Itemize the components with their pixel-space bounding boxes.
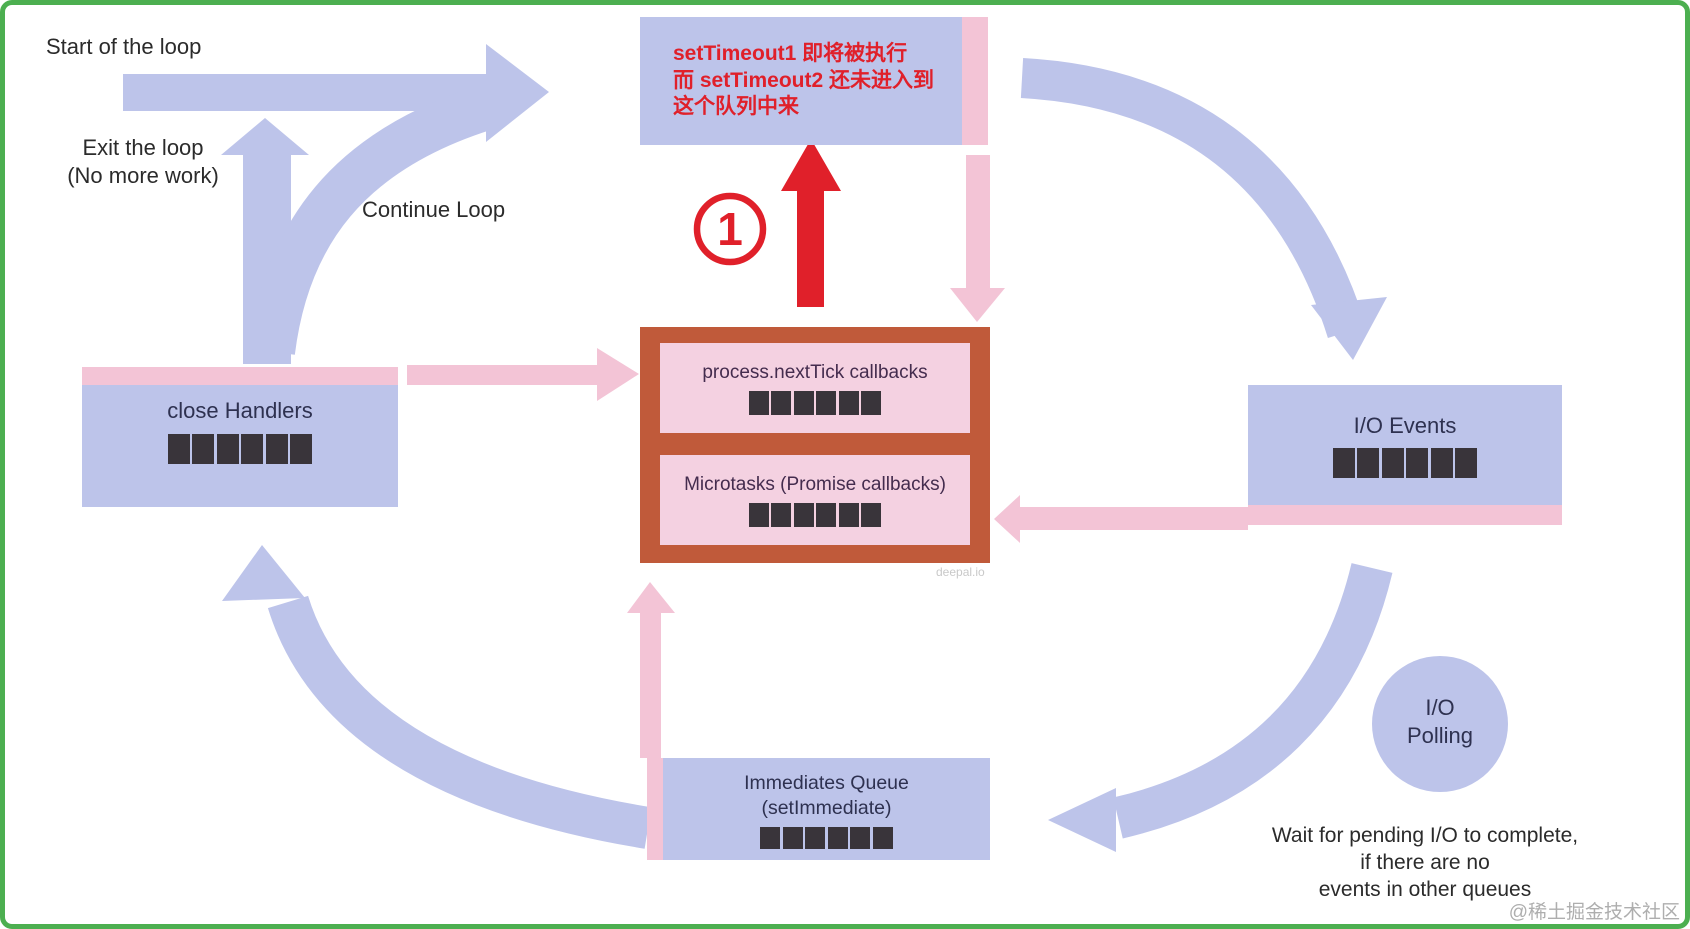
annotation-note-line3: 这个队列中来	[673, 95, 799, 118]
queue-slot	[1455, 448, 1478, 478]
io-events-label: I/O Events	[1353, 413, 1457, 438]
bottom-left-arrowhead-icon	[222, 545, 305, 601]
io-events-pink-strip	[1248, 505, 1562, 525]
queue-slot	[816, 502, 837, 527]
exit-loop-line2: (No more work)	[67, 163, 219, 188]
queue-slot	[827, 827, 848, 849]
wait-note-line2: if there are no	[1360, 851, 1490, 874]
queue-slot	[861, 390, 882, 415]
queue-slot	[793, 502, 814, 527]
immediates-queue-box: Immediates Queue (setImmediate)	[647, 758, 990, 860]
io-events-slots	[1332, 448, 1478, 478]
queue-slot	[861, 502, 882, 527]
queue-slot	[167, 434, 190, 464]
timers-pink-strip	[962, 17, 988, 145]
queue-slot	[771, 390, 792, 415]
nexttick-queue-label: process.nextTick callbacks	[702, 361, 928, 383]
queue-slot	[782, 827, 803, 849]
bottom-right-arrowhead-icon	[1048, 788, 1116, 852]
queue-slot	[748, 390, 769, 415]
io-polling-line1: I/O	[1425, 695, 1455, 720]
community-watermark: @稀土掘金技术社区	[1508, 902, 1680, 923]
close-to-center-arrowhead-icon	[597, 348, 639, 401]
red-annotation-arrowhead-icon	[781, 139, 841, 191]
continue-loop-label: Continue Loop	[362, 197, 506, 222]
queue-slot	[816, 390, 837, 415]
queue-slot	[838, 390, 859, 415]
close-handlers-slots	[167, 434, 313, 464]
io-to-center-arrowhead-icon	[994, 495, 1020, 543]
io-to-center-arrow-shaft	[1018, 507, 1248, 530]
io-polling-label: I/O Polling	[1372, 694, 1508, 750]
queue-slot	[872, 827, 893, 849]
start-loop-arrowhead-icon	[486, 44, 549, 142]
exit-loop-arrowhead-icon	[221, 118, 309, 155]
queue-slot	[1357, 448, 1380, 478]
microtasks-queue: Microtasks (Promise callbacks)	[660, 455, 970, 545]
queue-slot	[760, 827, 781, 849]
immediates-to-center-arrowhead-icon	[627, 582, 675, 613]
close-handlers-box: close Handlers	[82, 367, 398, 507]
wait-note-line3: events in other queues	[1318, 878, 1532, 901]
exit-loop-label: Exit the loop (No more work)	[50, 134, 236, 190]
immediates-to-center-arrow-shaft	[640, 610, 661, 758]
wait-note-line1: Wait for pending I/O to complete,	[1271, 824, 1579, 847]
bottom-right-arc	[1113, 563, 1393, 839]
red-annotation-arrow-shaft	[797, 183, 824, 307]
top-right-arrowhead-icon	[1311, 297, 1387, 360]
nexttick-queue-slots	[748, 390, 882, 415]
queue-slot	[1332, 448, 1355, 478]
queue-slot	[216, 434, 239, 464]
io-polling-circle	[1372, 656, 1508, 792]
queue-slot	[771, 502, 792, 527]
timers-to-center-arrow-shaft	[966, 155, 990, 290]
continue-loop-curve	[249, 81, 504, 355]
queue-slot	[290, 434, 313, 464]
timers-queue-box: setTimeout1 即将被执行 而 setTimeout2 还未进入到 这个…	[640, 17, 988, 145]
queue-slot	[192, 434, 215, 464]
wait-note: Wait for pending I/O to complete, if the…	[1235, 822, 1615, 903]
nexttick-queue: process.nextTick callbacks	[660, 343, 970, 433]
microtasks-queue-label: Microtasks (Promise callbacks)	[684, 473, 946, 495]
queue-slot	[793, 390, 814, 415]
step-one-circle-icon	[693, 192, 767, 266]
start-of-loop-label: Start of the loop	[46, 34, 202, 59]
queue-slot	[805, 827, 826, 849]
deepal-watermark: deepal.io	[936, 565, 985, 579]
annotation-note-line2: 而 setTimeout2 还未进入到	[673, 68, 934, 92]
microtasks-queue-slots	[748, 502, 882, 527]
queue-slot	[265, 434, 288, 464]
queue-slot	[1381, 448, 1404, 478]
close-handlers-pink-strip	[82, 367, 398, 385]
io-events-box: I/O Events	[1248, 385, 1562, 525]
queue-slot	[838, 502, 859, 527]
queue-slot	[850, 827, 871, 849]
annotation-note-line1: setTimeout1 即将被执行	[673, 42, 908, 65]
queue-slot	[1406, 448, 1429, 478]
close-handlers-label: close Handlers	[167, 398, 313, 423]
timers-to-center-arrowhead-icon	[950, 288, 1005, 322]
queue-slot	[1430, 448, 1453, 478]
top-right-arc	[1020, 58, 1367, 338]
bottom-left-arc	[267, 595, 652, 849]
immediates-pink-strip	[647, 758, 663, 860]
immediates-label-line2: (setImmediate)	[761, 797, 892, 819]
close-to-center-arrow-shaft	[407, 365, 599, 385]
nexttick-microtasks-box: process.nextTick callbacks Microtasks (P…	[640, 327, 990, 563]
io-polling-line2: Polling	[1406, 723, 1474, 748]
immediates-label-line1: Immediates Queue	[744, 772, 909, 794]
queue-slot	[748, 502, 769, 527]
immediates-slots	[663, 827, 990, 849]
exit-loop-line1: Exit the loop	[82, 135, 204, 160]
immediates-content: Immediates Queue (setImmediate)	[663, 771, 990, 849]
queue-slot	[241, 434, 264, 464]
annotation-note: setTimeout1 即将被执行 而 setTimeout2 还未进入到 这个…	[673, 41, 934, 121]
step-one-number: 1	[717, 203, 743, 255]
